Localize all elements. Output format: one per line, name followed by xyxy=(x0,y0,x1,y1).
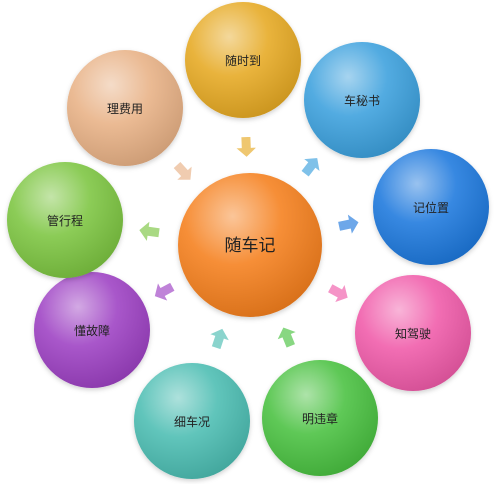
feature-node-sheen xyxy=(355,275,471,391)
connector-arrow-icon xyxy=(153,280,176,303)
feature-node: 车秘书 xyxy=(304,42,420,158)
connector-arrow-icon xyxy=(172,160,193,181)
connector-arrow-icon xyxy=(275,326,299,349)
feature-node: 细车况 xyxy=(134,363,250,479)
feature-node: 懂故障 xyxy=(34,272,150,388)
feature-node: 知驾驶 xyxy=(355,275,471,391)
feature-node-sheen xyxy=(185,2,301,118)
feature-node: 明违章 xyxy=(262,360,378,476)
center-label: 随车记 xyxy=(225,236,276,256)
connector-arrow-icon xyxy=(336,212,360,237)
connector-arrow-icon xyxy=(233,135,259,159)
feature-node-label: 随时到 xyxy=(225,53,261,68)
feature-node-sheen xyxy=(67,50,183,166)
connector-arrow-icon xyxy=(326,282,349,304)
center-sheen xyxy=(178,173,322,317)
feature-node-label: 知驾驶 xyxy=(395,326,431,341)
feature-node: 随时到 xyxy=(185,2,301,118)
feature-node-label: 理费用 xyxy=(107,102,143,116)
feature-node-label: 管行程 xyxy=(47,213,83,228)
feature-node-sheen xyxy=(34,272,150,388)
feature-node-label: 细车况 xyxy=(174,414,210,429)
arrow-layer xyxy=(138,135,360,351)
feature-node-label: 明违章 xyxy=(302,411,338,426)
feature-node-sheen xyxy=(304,42,420,158)
feature-node-label: 懂故障 xyxy=(74,323,110,338)
connector-arrow-icon xyxy=(138,219,161,244)
feature-node-label: 记位置 xyxy=(413,200,449,215)
feature-node: 理费用 xyxy=(67,50,183,166)
feature-node-sheen xyxy=(134,363,250,479)
center-node: 随车记 xyxy=(178,173,322,317)
feature-node: 管行程 xyxy=(7,162,123,278)
feature-node-sheen xyxy=(7,162,123,278)
feature-node-label: 车秘书 xyxy=(344,93,380,108)
connector-arrow-icon xyxy=(207,327,231,351)
feature-node-sheen xyxy=(262,360,378,476)
connector-arrow-icon xyxy=(300,156,321,178)
feature-node: 记位置 xyxy=(373,149,489,265)
feature-node-sheen xyxy=(373,149,489,265)
